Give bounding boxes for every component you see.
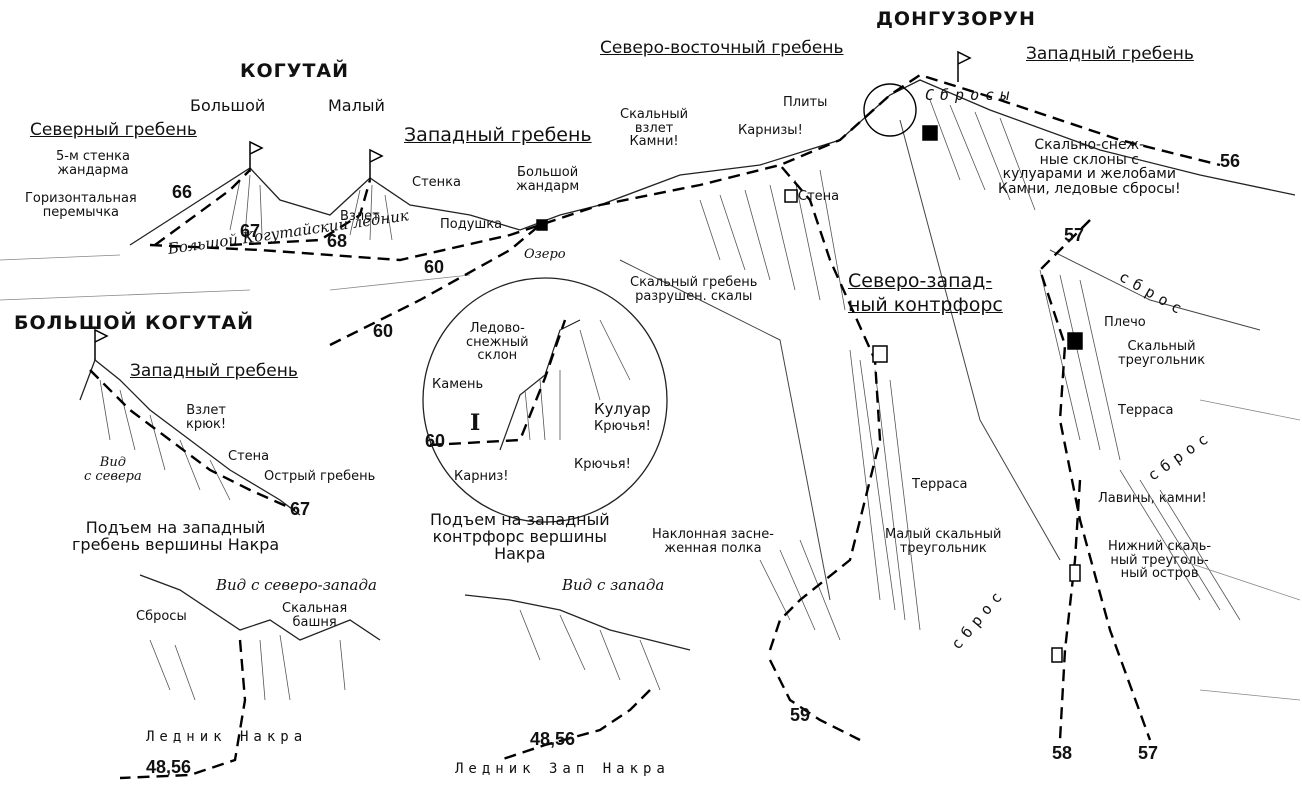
route-68-label: 68	[327, 231, 348, 251]
bl-vid: Вид с северо-запада	[216, 576, 377, 594]
label-naklon: Наклонная засне- женная полка	[652, 527, 774, 556]
label-laviny: Лавины, камни!	[1098, 491, 1207, 506]
inset-label: I	[470, 410, 481, 436]
label-skslopes: Скально-снеж- ные склоны с кулуарами и ж…	[998, 137, 1181, 198]
label-ozero: Озеро	[524, 247, 566, 262]
route-4856a-label: 48,56	[146, 757, 192, 777]
bm-ridge	[464, 594, 691, 651]
route-67-label: 67	[240, 221, 261, 241]
route-bk-67	[89, 369, 296, 512]
inset-kryuchya2: Крючья!	[574, 457, 631, 472]
route-57a-label: 57	[1064, 225, 1085, 245]
label-podushka: Подушка	[440, 217, 503, 232]
label-plity: Плиты	[783, 95, 828, 110]
route-60-label-c: 60	[425, 431, 446, 451]
route-60-label-a: 60	[424, 257, 445, 277]
label-karnizy: Карнизы!	[738, 123, 803, 138]
route-kogutai-60	[149, 223, 541, 262]
route-58	[1058, 479, 1082, 741]
route-68	[229, 179, 372, 247]
bl-title: Подъем на западный гребень вершины Накра	[72, 518, 280, 554]
bm-title: Подъем на западный контрфорс вершины Нак…	[430, 510, 610, 563]
route-59b	[768, 659, 861, 742]
bl-bashnya: Скальная башня	[282, 601, 348, 630]
ridge-nw-buttress: Северо-запад- ный контрфорс	[848, 270, 1003, 316]
route-66-label: 66	[172, 182, 193, 202]
ridge-west-kogutai: Западный гребень	[404, 124, 592, 146]
label-stenka: Стенка	[412, 175, 461, 190]
ridge-west-bk: Западный гребень	[130, 361, 298, 381]
bl-sbrosy: Сбросы	[136, 609, 187, 624]
bm-vid: Вид с запада	[562, 576, 665, 594]
bm-lednik: Ледник Зап Накра	[455, 761, 670, 777]
route-bl	[119, 639, 247, 780]
label-stena: Стена	[798, 189, 840, 204]
label-skvzlet: Скальный взлет Камни!	[620, 107, 689, 150]
peak-dongu: ДОНГУЗОРУН	[876, 8, 1036, 30]
dongu-face	[619, 119, 1261, 601]
route-58-label: 58	[1052, 743, 1073, 763]
ridge-west-dongu: Западный гребень	[1026, 44, 1194, 64]
peak-bolshoi: Большой	[190, 96, 266, 115]
label-sbrosy: Сбросы	[925, 86, 1016, 104]
bk-ostry: Острый гребень	[264, 469, 376, 484]
label-vzlet: Взлет	[340, 209, 380, 224]
route-bm	[499, 689, 651, 762]
bk-vid: Вид с севера	[84, 455, 142, 484]
label-nizh: Нижний скаль- ный треуголь- ный остров	[1108, 539, 1212, 582]
route-4856b-label: 48,56	[530, 729, 576, 749]
route-57	[1038, 219, 1152, 741]
bl-ridge	[139, 574, 381, 641]
peak-bolshoi-kogutai: БОЛЬШОЙ КОГУТАЙ	[14, 312, 255, 334]
route-59-label: 59	[790, 705, 811, 725]
bk-ridge	[79, 358, 301, 516]
label-skgreben: Скальный гребень разрушен. скалы	[630, 275, 758, 304]
route-57b-label: 57	[1138, 743, 1159, 763]
label-zhandarm: Большой жандарм	[516, 165, 580, 194]
bk-stena: Стена	[228, 449, 270, 464]
label-stena5: 5-м стенка жандарма	[56, 149, 130, 178]
inset-ledovo: Ледово- снежный склон	[466, 321, 529, 364]
route-60-label-b: 60	[373, 321, 394, 341]
bk-vzlet: Взлет крюк!	[186, 403, 227, 432]
route-67b-label: 67	[290, 499, 311, 519]
peak-kogutai: КОГУТАЙ	[240, 60, 350, 82]
label-terrasa2: Терраса	[912, 477, 968, 492]
ridge-ne: Северо-восточный гребень	[600, 38, 844, 58]
route-56-label: 56	[1220, 151, 1241, 171]
label-terrasa1: Терраса	[1118, 403, 1174, 418]
inset-circle	[422, 277, 668, 523]
summit-circle	[863, 83, 917, 137]
inset-kamen: Камень	[432, 377, 484, 392]
label-plecho: Плечо	[1104, 315, 1146, 330]
route-inset	[429, 319, 567, 447]
ridge-north: Северный гребень	[30, 120, 197, 140]
label-horiz: Горизонтальная перемычка	[25, 191, 137, 220]
inset-kryuchya1: Крючья!	[594, 419, 651, 434]
bl-lednik: Ледник Накра	[146, 729, 308, 745]
route-59	[768, 164, 882, 651]
label-maly-tri: Малый скальный треугольник	[885, 527, 1002, 556]
peak-maly: Малый	[328, 96, 385, 115]
inset-kuluar: Кулуар	[594, 400, 651, 418]
inset-karniz: Карниз!	[454, 469, 509, 484]
label-sktri: Скальный треугольник	[1118, 339, 1206, 368]
dongu-ridge	[599, 79, 1296, 206]
route-60	[329, 73, 1221, 347]
